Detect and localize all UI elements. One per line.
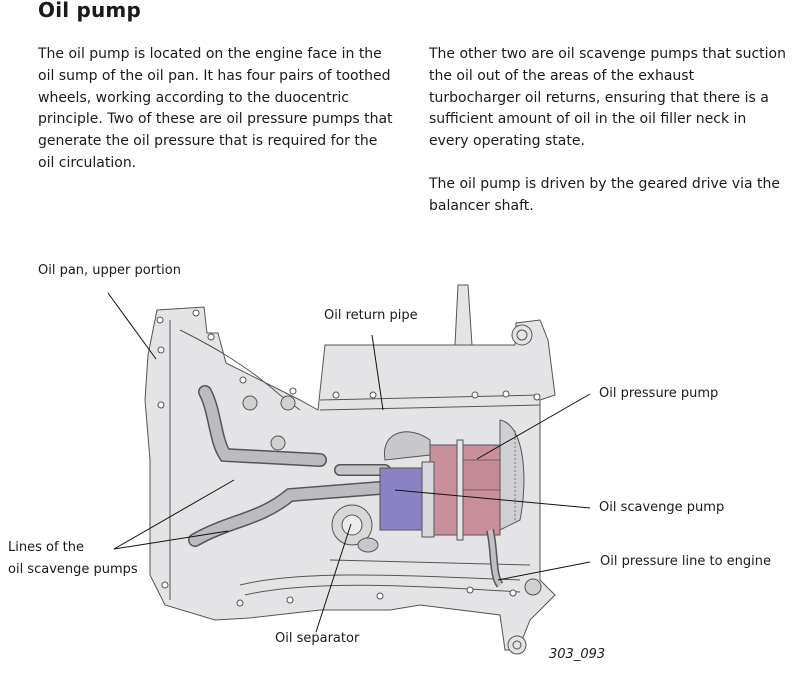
paragraph-location: The oil pump is located on the engine fa…	[38, 46, 393, 171]
leader-oil-pan	[107, 292, 157, 360]
leader-oil-pressure-line	[497, 561, 591, 581]
oil-scavenge-pump-part	[379, 431, 435, 538]
paragraph-scavenge: The other two are oil scavenge pumps tha…	[429, 46, 786, 150]
scavenge-lines	[188, 385, 391, 547]
oil-separator-part	[331, 504, 379, 553]
label-oil-return-pipe: Oil return pipe	[324, 308, 418, 323]
label-oil-pressure-pump: Oil pressure pump	[599, 386, 719, 401]
paragraph-drive: The oil pump is driven by the geared dri…	[429, 176, 780, 214]
leader-scavenge-line-1	[113, 479, 235, 550]
label-oil-pan-upper: Oil pan, upper portion	[38, 263, 181, 278]
leader-oil-return	[371, 334, 384, 411]
leader-oil-pressure-pump	[476, 393, 591, 460]
leader-oil-scavenge-pump	[394, 489, 591, 509]
figure-id: 303_093	[549, 647, 606, 662]
label-oil-scavenge-pump: Oil scavenge pump	[599, 500, 725, 515]
drive-gear	[486, 419, 525, 588]
label-scavenge-lines-line1: Lines of the	[8, 540, 84, 555]
leader-oil-separator	[315, 523, 352, 633]
label-scavenge-lines-line2: oil scavenge pumps	[8, 562, 138, 577]
leader-scavenge-line-2	[113, 530, 229, 550]
label-oil-pressure-line: Oil pressure line to engine	[600, 554, 771, 569]
leader-lines	[107, 292, 591, 633]
oil-pressure-pump-part	[429, 439, 501, 541]
label-oil-separator: Oil separator	[275, 631, 360, 646]
oil-pan-housing	[144, 284, 556, 655]
page-title: Oil pump	[38, 0, 141, 22]
